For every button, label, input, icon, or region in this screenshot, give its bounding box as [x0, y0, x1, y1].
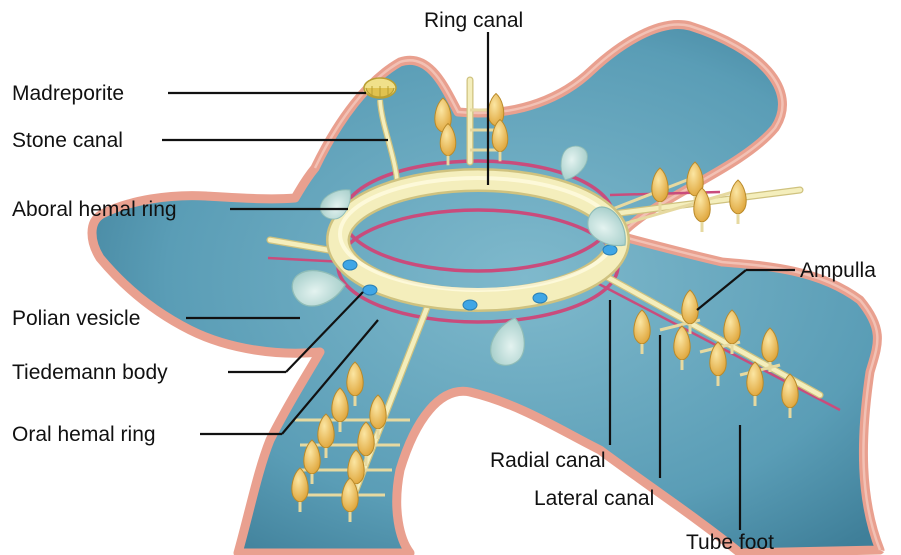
- label-polian-vesicle: Polian vesicle: [12, 307, 140, 330]
- madreporite: [364, 78, 396, 98]
- label-tube-foot: Tube foot: [686, 531, 774, 554]
- label-stone-canal: Stone canal: [12, 129, 123, 152]
- label-ring-canal: Ring canal: [424, 9, 523, 32]
- label-aboral-hemal-ring: Aboral hemal ring: [12, 198, 177, 221]
- label-madreporite: Madreporite: [12, 82, 124, 105]
- label-oral-hemal-ring: Oral hemal ring: [12, 423, 156, 446]
- label-tiedemann-body: Tiedemann body: [12, 361, 168, 384]
- label-ampulla: Ampulla: [800, 259, 876, 282]
- label-lateral-canal: Lateral canal: [534, 487, 654, 510]
- label-radial-canal: Radial canal: [490, 449, 606, 472]
